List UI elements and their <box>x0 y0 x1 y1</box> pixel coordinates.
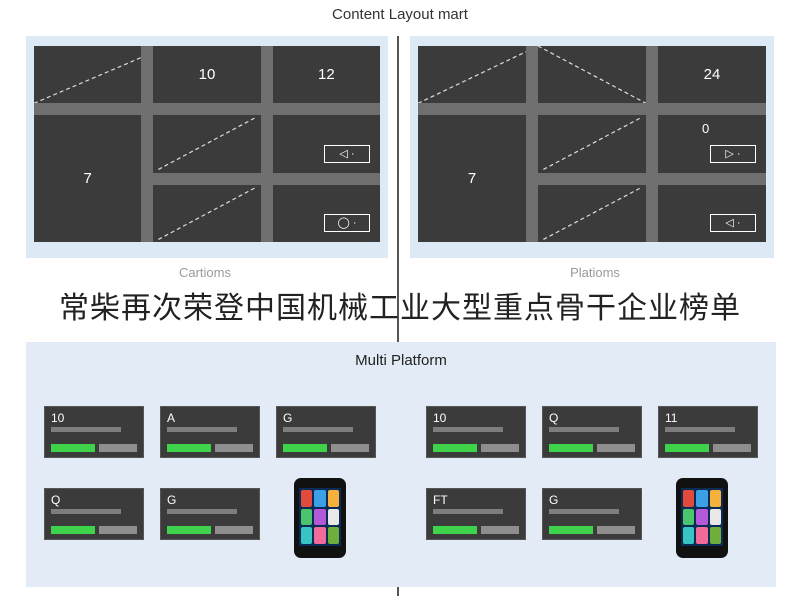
platform-card[interactable]: G <box>160 488 260 540</box>
primary-button[interactable] <box>665 444 709 452</box>
cell-value: 12 <box>317 66 335 84</box>
primary-button[interactable] <box>51 444 95 452</box>
cell-value: 7 <box>467 170 477 188</box>
platform-card[interactable]: Q <box>542 406 642 458</box>
cell-value: 7 <box>83 170 92 188</box>
grid-cell[interactable] <box>538 115 646 173</box>
left-layout-panel: 10 12 7 ◁ · ◯ · <box>26 36 388 258</box>
primary-button[interactable] <box>549 526 593 534</box>
secondary-button[interactable] <box>481 526 519 534</box>
primary-button[interactable] <box>167 526 211 534</box>
platform-card[interactable]: 11 <box>658 406 758 458</box>
grid-cell[interactable]: 12 <box>272 46 380 104</box>
play-button[interactable]: ▷ · <box>710 144 756 163</box>
back-button[interactable]: ◁ · <box>710 213 756 232</box>
primary-button[interactable] <box>549 444 593 452</box>
grid-cell[interactable] <box>153 115 261 173</box>
platform-card[interactable]: Q <box>44 488 144 540</box>
primary-button[interactable] <box>51 526 95 534</box>
secondary-button[interactable] <box>99 526 137 534</box>
secondary-button[interactable] <box>331 444 369 452</box>
secondary-button[interactable] <box>597 444 635 452</box>
play-button[interactable]: ◁ · <box>324 144 370 163</box>
refresh-button[interactable]: ◯ · <box>324 213 370 232</box>
grid-cell[interactable] <box>153 184 261 242</box>
right-layout-panel: 24 7 0▷ · ◁ · <box>410 36 774 258</box>
secondary-button[interactable] <box>215 526 253 534</box>
secondary-button[interactable] <box>99 444 137 452</box>
grid-cell[interactable]: ◯ · <box>272 184 380 242</box>
grid-cell[interactable] <box>34 46 142 104</box>
grid-cell-tall[interactable]: 7 <box>34 115 142 242</box>
grid-cell[interactable]: 10 <box>153 46 261 104</box>
right-layout-grid: 24 7 0▷ · ◁ · <box>418 46 766 242</box>
primary-button[interactable] <box>167 444 211 452</box>
platform-card[interactable]: 10 <box>44 406 144 458</box>
left-layout-grid: 10 12 7 ◁ · ◯ · <box>34 46 380 242</box>
primary-button[interactable] <box>433 444 477 452</box>
smartphone-icon <box>294 478 346 558</box>
platform-card[interactable]: G <box>542 488 642 540</box>
secondary-button[interactable] <box>481 444 519 452</box>
grid-cell[interactable]: ◁ · <box>272 115 380 173</box>
grid-cell[interactable] <box>418 46 526 104</box>
cell-value: 10 <box>198 66 216 84</box>
multi-platform-title: Multi Platform <box>355 352 447 369</box>
platform-card[interactable]: FT <box>426 488 526 540</box>
headline-banner: 常柴再次荣登中国机械工业大型重点骨干企业榜单 <box>59 291 741 326</box>
left-caption: Cartioms <box>178 265 231 280</box>
platform-card[interactable]: G <box>276 406 376 458</box>
secondary-button[interactable] <box>597 526 635 534</box>
grid-cell[interactable]: ◁ · <box>658 184 766 242</box>
primary-button[interactable] <box>433 526 477 534</box>
secondary-button[interactable] <box>713 444 751 452</box>
grid-cell[interactable]: 0▷ · <box>658 115 766 173</box>
grid-cell-tall[interactable]: 7 <box>418 115 526 242</box>
right-caption: Platioms <box>570 265 620 280</box>
cell-value: 0 <box>702 121 710 137</box>
grid-cell[interactable] <box>538 46 646 104</box>
grid-cell[interactable] <box>538 184 646 242</box>
platform-card[interactable]: A <box>160 406 260 458</box>
secondary-button[interactable] <box>215 444 253 452</box>
vertical-divider <box>397 36 399 596</box>
page-title: Content Layout mart <box>332 6 468 23</box>
platform-card[interactable]: 10 <box>426 406 526 458</box>
grid-cell[interactable]: 24 <box>658 46 766 104</box>
smartphone-icon <box>676 478 728 558</box>
multi-platform-panel: Multi Platform 10 A G Q G 10 Q 11 FT G <box>26 342 776 587</box>
primary-button[interactable] <box>283 444 327 452</box>
cell-value: 24 <box>703 66 721 84</box>
